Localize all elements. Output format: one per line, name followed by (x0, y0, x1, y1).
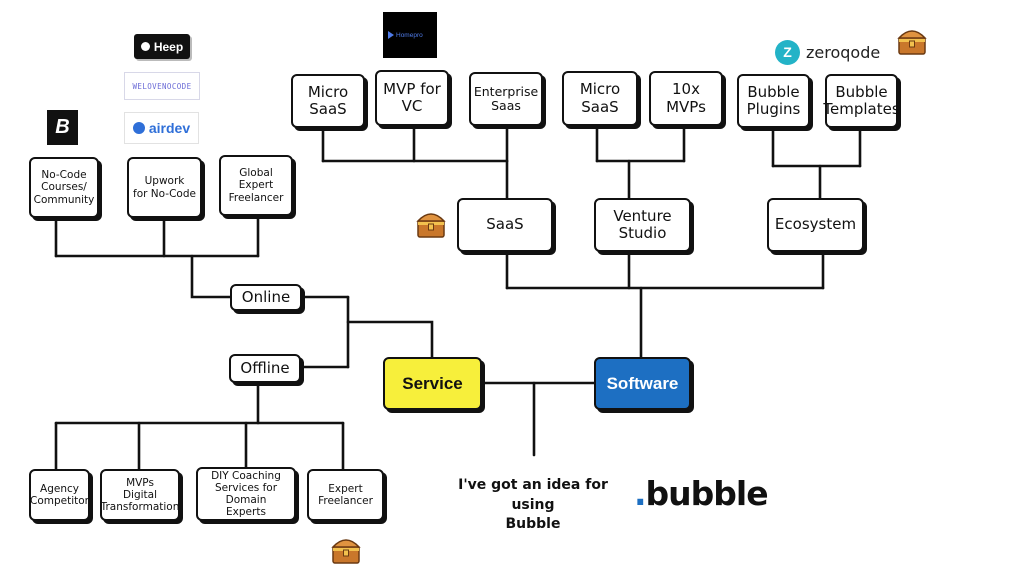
homepro-logo: Homepro (383, 12, 437, 58)
offline-item-expert: Expert Freelancer (307, 469, 384, 521)
offline-item-coaching: DIY Coaching Services for Domain Experts (196, 467, 296, 521)
idea-caption: I've got an idea for using Bubble (458, 477, 608, 533)
bubble-logo: .bubble (634, 474, 769, 513)
venture-item-10x: 10x MVPs (649, 71, 723, 126)
offline-node: Offline (229, 354, 301, 383)
venture-item-micro: Micro SaaS (562, 71, 638, 126)
eco-item-plugins: Bubble Plugins (737, 74, 810, 128)
saas-item-micro: Micro SaaS (291, 74, 365, 128)
online-node: Online (230, 284, 302, 311)
treasure-chest-icon (897, 30, 927, 55)
heep-logo: Heep (134, 34, 190, 59)
b-logo: B (47, 110, 78, 145)
venture-node: Venture Studio (594, 198, 691, 252)
eco-item-templates: Bubble Templates (823, 74, 900, 128)
treasure-chest-icon (331, 539, 361, 564)
saas-node: SaaS (457, 198, 553, 252)
treasure-chest-icon (416, 213, 446, 238)
welovenocode-logo: WELOVENOCODE (124, 72, 200, 100)
link-online-left (190, 254, 232, 299)
offline-item-agency: Agency Competitor (29, 469, 90, 521)
saas-item-mvp-vc: MVP for VC (375, 70, 449, 126)
ecosystem-node: Ecosystem (767, 198, 864, 252)
online-item-freelancer: Global Expert Freelancer (219, 155, 293, 216)
service-node: Service (383, 357, 482, 410)
zeroqode-logo: Z zeroqode (775, 38, 887, 66)
airdev-logo: airdev (124, 112, 199, 144)
online-item-upwork: Upwork for No-Code (127, 157, 202, 218)
offline-item-mvps: MVPs Digital Transformation (100, 469, 180, 521)
online-item-courses: No-Code Courses/ Community (29, 157, 99, 218)
saas-item-enterprise: Enterprise Saas (469, 72, 543, 126)
software-node: Software (594, 357, 691, 410)
link-service-up (346, 320, 434, 359)
